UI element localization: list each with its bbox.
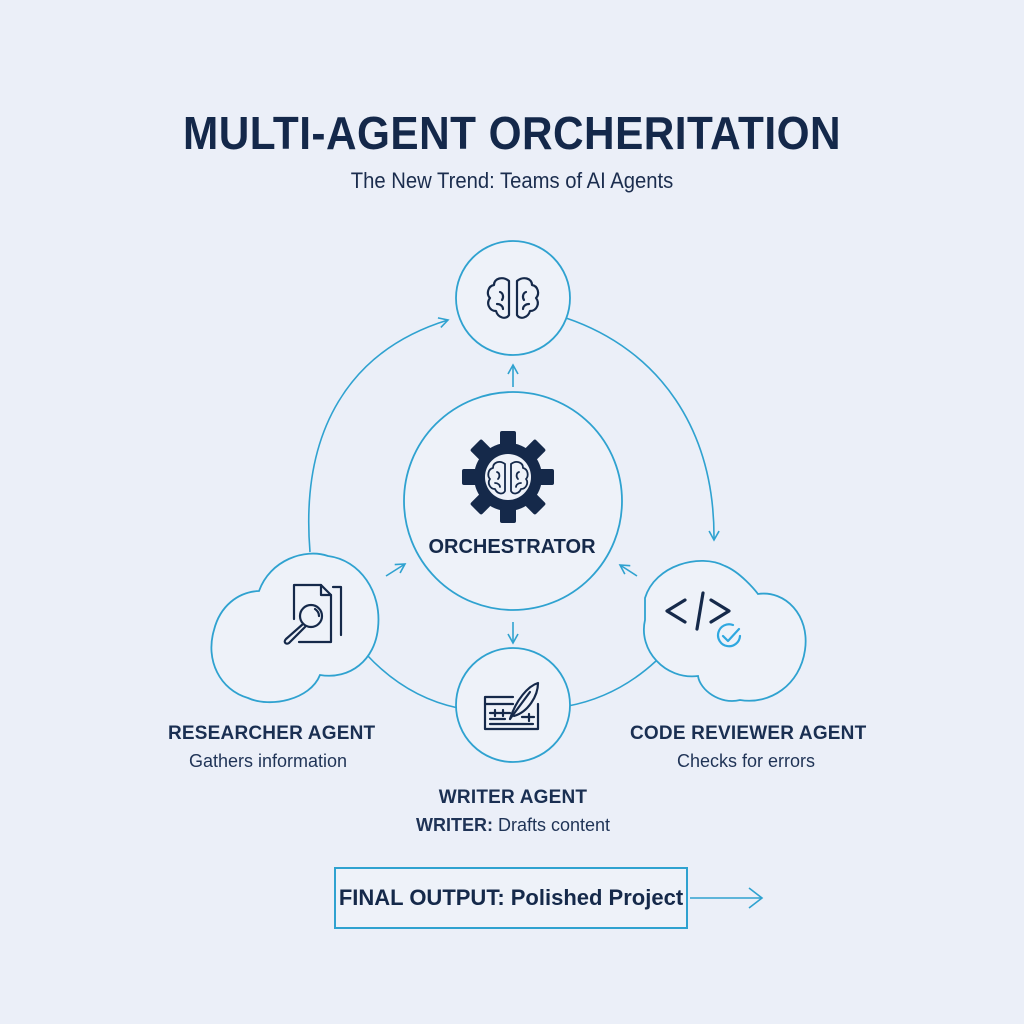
page-subtitle: The New Trend: Teams of AI Agents (350, 168, 674, 193)
arc-researcher-to-top (308, 317, 450, 553)
arc-top-to-code-reviewer (565, 317, 720, 542)
final-output-label: FINAL OUTPUT: Polished Project (338, 885, 684, 910)
researcher-agent-label: RESEARCHER AGENT Gathers information (168, 723, 376, 772)
brain-icon (486, 277, 540, 319)
quill-document-icon (483, 681, 540, 731)
orchestrator-label: ORCHESTRATOR (428, 536, 596, 558)
arc-researcher-to-writer (365, 653, 459, 709)
orchestrator-arrows (385, 363, 638, 645)
connection-arcs (308, 317, 720, 709)
code-check-icon (665, 591, 742, 648)
arrow-from-researcher (385, 563, 407, 577)
page-title: MULTI-AGENT ORCHERITATION (182, 107, 841, 159)
researcher-agent-name: RESEARCHER AGENT (168, 723, 376, 744)
writer-node[interactable] (455, 647, 571, 763)
writer-agent-name: WRITER AGENT (438, 787, 588, 808)
writer-agent-description: WRITER: Drafts content (408, 815, 618, 836)
code-reviewer-agent-description: Checks for errors (676, 751, 816, 771)
top-brain-node[interactable] (455, 240, 571, 356)
writer-agent-description-text: Drafts content (492, 815, 611, 835)
arc-writer-to-code-reviewer (567, 660, 657, 707)
final-output-box: FINAL OUTPUT: Polished Project (334, 867, 688, 929)
gear-brain-icon (462, 431, 554, 523)
code-reviewer-agent-label: CODE REVIEWER AGENT Checks for errors (630, 723, 867, 772)
document-search-icon (283, 583, 343, 645)
researcher-node[interactable] (210, 552, 380, 704)
orchestrator-node[interactable] (403, 391, 623, 611)
writer-agent-description-prefix: WRITER: (415, 815, 493, 835)
arrow-from-code-reviewer (618, 564, 638, 577)
researcher-agent-description: Gathers information (188, 751, 348, 771)
code-reviewer-node[interactable] (643, 559, 807, 702)
writer-agent-label: WRITER AGENT WRITER: Drafts content (408, 787, 618, 836)
code-reviewer-agent-name: CODE REVIEWER AGENT (630, 723, 867, 744)
final-output-arrow (690, 887, 764, 909)
